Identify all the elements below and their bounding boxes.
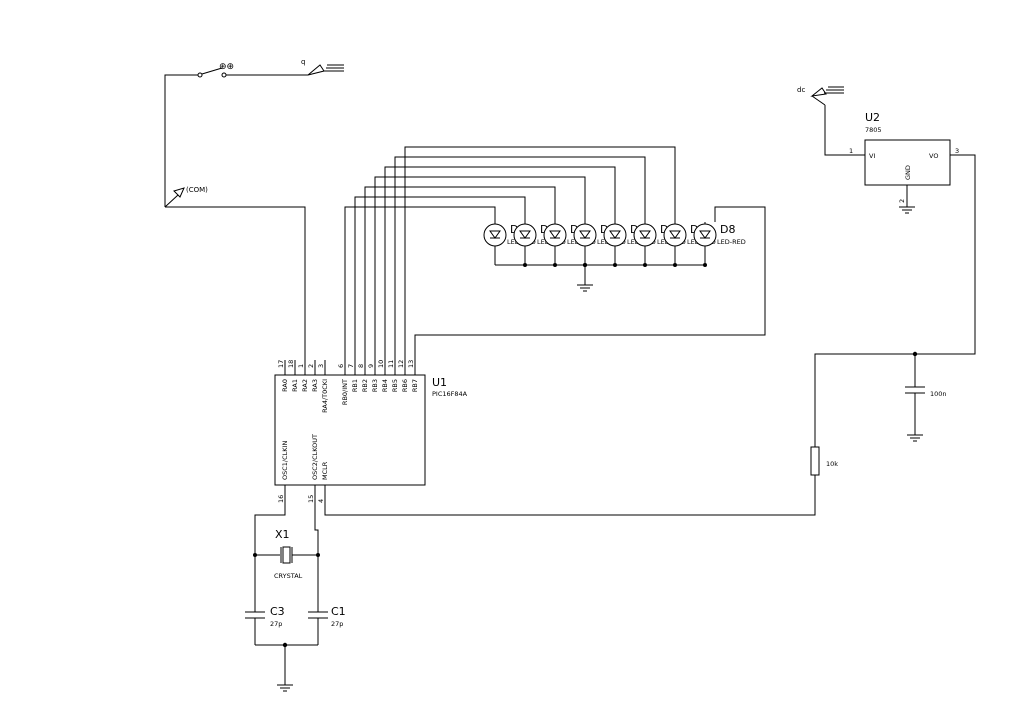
u1-pin-name: RB5 [391,379,399,392]
u2-pin-gnd-name: GND [904,165,912,180]
mclr-pullup: 10k 100n [324,154,976,516]
terminal-q: q [301,58,344,76]
u1-pin-number: 7 [347,364,355,368]
led-bus-wire [394,156,646,360]
u2-pin-3-num: 3 [955,147,959,155]
u1-pin-number: 18 [287,360,295,368]
u1-pin-number: 6 [337,364,345,368]
led-array: D1LED-REDD2LED-REDD3LED-REDD4LED-REDD5LE… [483,222,746,267]
led-bus-wires [344,146,766,360]
led-bus-wire [344,206,496,360]
switch-label: ⊕⊕ [219,62,234,72]
u1-pin-name: RB7 [411,379,419,392]
u1-pin-number: 12 [397,360,405,368]
junction-dot [523,263,527,267]
u2-pin-1-num: 1 [849,147,853,155]
u2-pin-vi-name: VI [869,152,875,160]
led-value: LED-RED [717,238,746,246]
led-bus-wire [404,146,676,360]
u1-pin-name: RB6 [401,379,409,392]
u1-pin-number: 4 [317,499,325,503]
terminal-com: (COM) [164,186,306,360]
u1-pin-number: 17 [277,360,285,368]
u1-pin-number: 15 [307,495,315,503]
u1-pin-name: RA1 [291,379,299,392]
u1-value: PIC16F84A [432,390,468,398]
u1-pin-name: OSC1/CLKIN [281,441,289,480]
u1-pin-name: RA0 [281,379,289,392]
u1-pin-name: RB2 [361,379,369,392]
u1-pin-number: 16 [277,495,285,503]
u1-pin-name: RB4 [381,379,389,392]
x1-ref: X1 [275,528,290,541]
u1-pin-name: OSC2/CLKOUT [311,434,319,480]
u1-pin-name: RB0/INT [341,379,349,405]
r1-value: 10k [826,460,838,468]
c1-value: 27p [331,620,343,628]
u1-pin-name: MCLR [321,461,329,480]
u2-pin-vo-name: VO [929,152,938,160]
u1-pin-name: RA4/T0CKI [321,379,329,413]
u1-pin-number: 11 [387,360,395,368]
x1-value: CRYSTAL [274,572,303,580]
u1-bottom-pins: 16 OSC1/CLKIN 15 OSC2/CLKOUT 4 MCLR [277,434,329,503]
u1-pin-number: 13 [407,360,415,368]
terminal-com-label: (COM) [186,186,208,194]
led-ref: D8 [720,223,735,236]
c1-ref: C1 [331,605,346,618]
u1-pin-name: RB3 [371,379,379,392]
c3-ref: C3 [270,605,285,618]
u2-value: 7805 [865,126,882,134]
u2-pin-2-num: 2 [898,199,906,203]
u1-pin-number: 10 [377,360,385,368]
c-reg-value: 100n [930,390,947,398]
terminal-dc: dc [797,86,844,106]
led-bus-wire [414,206,766,360]
crystal-circuit: X1 CRYSTAL C3 27p C1 27p [245,500,346,692]
junction-dot [673,263,677,267]
u1-pin-name: RA2 [301,379,309,392]
junction-dot [553,263,557,267]
u1-pin-number: 3 [317,364,325,368]
junction-dot [703,263,707,267]
power-switch: ⊕⊕ [164,62,308,207]
junction-dot [643,263,647,267]
led-bus-wire [354,196,526,360]
u1-ref: U1 [432,376,447,389]
u1-pin-number: 9 [367,364,375,368]
led-ground [577,265,593,292]
terminal-q-label: q [301,58,305,66]
u1-pin-number: 2 [307,364,315,368]
c3-value: 27p [270,620,282,628]
u1-pin-number: 1 [297,364,305,368]
led-bus-wire [374,176,586,360]
u1-pin-name: RA3 [311,379,319,392]
led-bus-wire [384,166,616,360]
u2-regulator: U2 7805 VI VO GND 1 3 2 [824,105,959,214]
terminal-dc-label: dc [797,86,805,94]
u1-pin-name: RB1 [351,379,359,392]
u1-pin-number: 8 [357,364,365,368]
junction-dot [613,263,617,267]
led-bus-wire [364,186,556,360]
u2-ref: U2 [865,111,880,124]
